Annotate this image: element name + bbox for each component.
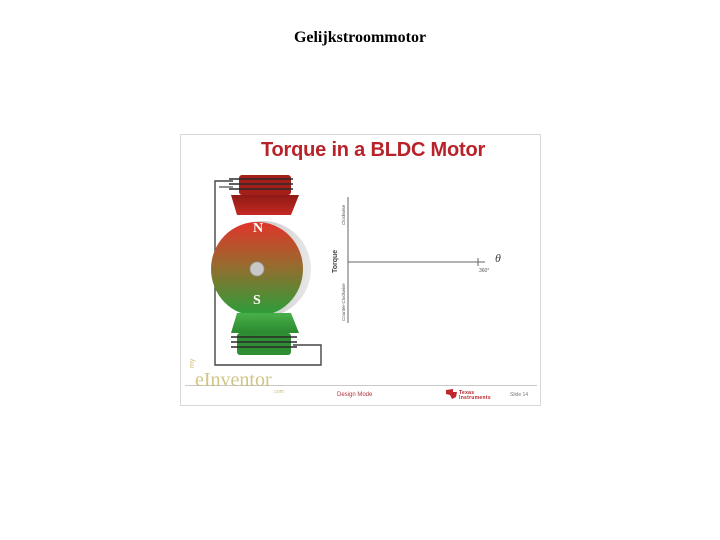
theta-symbol: θ [495,251,501,265]
footer-center-text: Design Mode [337,392,373,398]
top-stator-pole [229,175,299,215]
slide-title: Torque in a BLDC Motor [261,139,486,161]
slide-number: Slide 14 [510,392,529,398]
ti-logo-icon [446,389,457,399]
motor-diagram [211,175,485,366]
north-pole-label: N [253,221,264,236]
rotor [211,221,311,317]
torque-axis-label: Torque [332,249,339,273]
watermark-logo: eInventor [195,369,272,391]
winding-wire [214,180,322,366]
counter-clockwise-label: Counter-Clockwise [341,283,346,321]
ti-brand-text: Texas Instruments [459,391,491,401]
bottom-stator-pole [231,313,299,355]
watermark-prefix: my [189,358,196,368]
slide-image: Torque in a BLDC Motor [180,134,541,406]
page-title: Gelijkstroommotor [293,29,427,46]
footer-divider [185,385,537,386]
ti-brand-line2: Instruments [459,395,491,401]
ti-brand-line1: Texas [459,390,475,396]
south-pole-label: S [253,293,261,308]
theta-tick-label: 360° [479,268,490,274]
clockwise-label: Clockwise [341,204,346,225]
watermark-suffix: .com [273,389,284,395]
